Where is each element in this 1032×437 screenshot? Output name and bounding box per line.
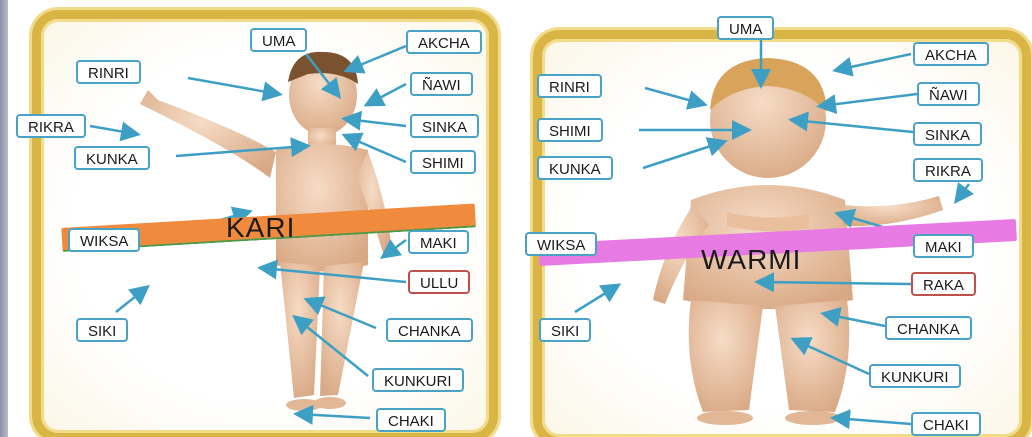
label-wiksa: WIKSA	[68, 228, 140, 252]
label-chaki: CHAKI	[376, 408, 446, 432]
label-akcha: AKCHA	[406, 30, 482, 54]
label-wiksa: WIKSA	[525, 232, 597, 256]
kari-title: KARI	[226, 212, 295, 244]
panel-kari: KARI UMA AKCHA RINRI ÑAWI RIKRA SINKA KU…	[8, 0, 505, 437]
label-rikra: RIKRA	[16, 114, 86, 138]
label-nawi: ÑAWI	[917, 82, 980, 106]
panel-divider	[505, 0, 513, 437]
label-maki: MAKI	[913, 234, 974, 258]
label-rinri: RINRI	[76, 60, 141, 84]
label-kunkuri: KUNKURI	[372, 368, 464, 392]
label-rinri: RINRI	[537, 74, 602, 98]
label-chanka: CHANKA	[885, 316, 972, 340]
label-siki: SIKI	[539, 318, 591, 342]
label-rikra: RIKRA	[913, 158, 983, 182]
panel-warmi: WARMI UMA AKCHA RINRI ÑAWI SHIMI SINKA K…	[513, 0, 1032, 437]
label-shimi: SHIMI	[410, 150, 476, 174]
label-kunkuri: KUNKURI	[869, 364, 961, 388]
left-edge-strip	[0, 0, 8, 437]
warmi-title: WARMI	[701, 244, 801, 276]
label-kunka: KUNKA	[537, 156, 613, 180]
label-nawi: ÑAWI	[410, 72, 473, 96]
label-chaki: CHAKI	[911, 412, 981, 436]
label-chanka: CHANKA	[386, 318, 473, 342]
label-raka: RAKA	[911, 272, 976, 296]
label-kunka: KUNKA	[74, 146, 150, 170]
label-sinka: SINKA	[913, 122, 982, 146]
label-siki: SIKI	[76, 318, 128, 342]
label-akcha: AKCHA	[913, 42, 989, 66]
label-sinka: SINKA	[410, 114, 479, 138]
label-uma: UMA	[250, 28, 307, 52]
label-ullu: ULLU	[408, 270, 470, 294]
label-uma: UMA	[717, 16, 774, 40]
label-shimi: SHIMI	[537, 118, 603, 142]
label-maki: MAKI	[408, 230, 469, 254]
